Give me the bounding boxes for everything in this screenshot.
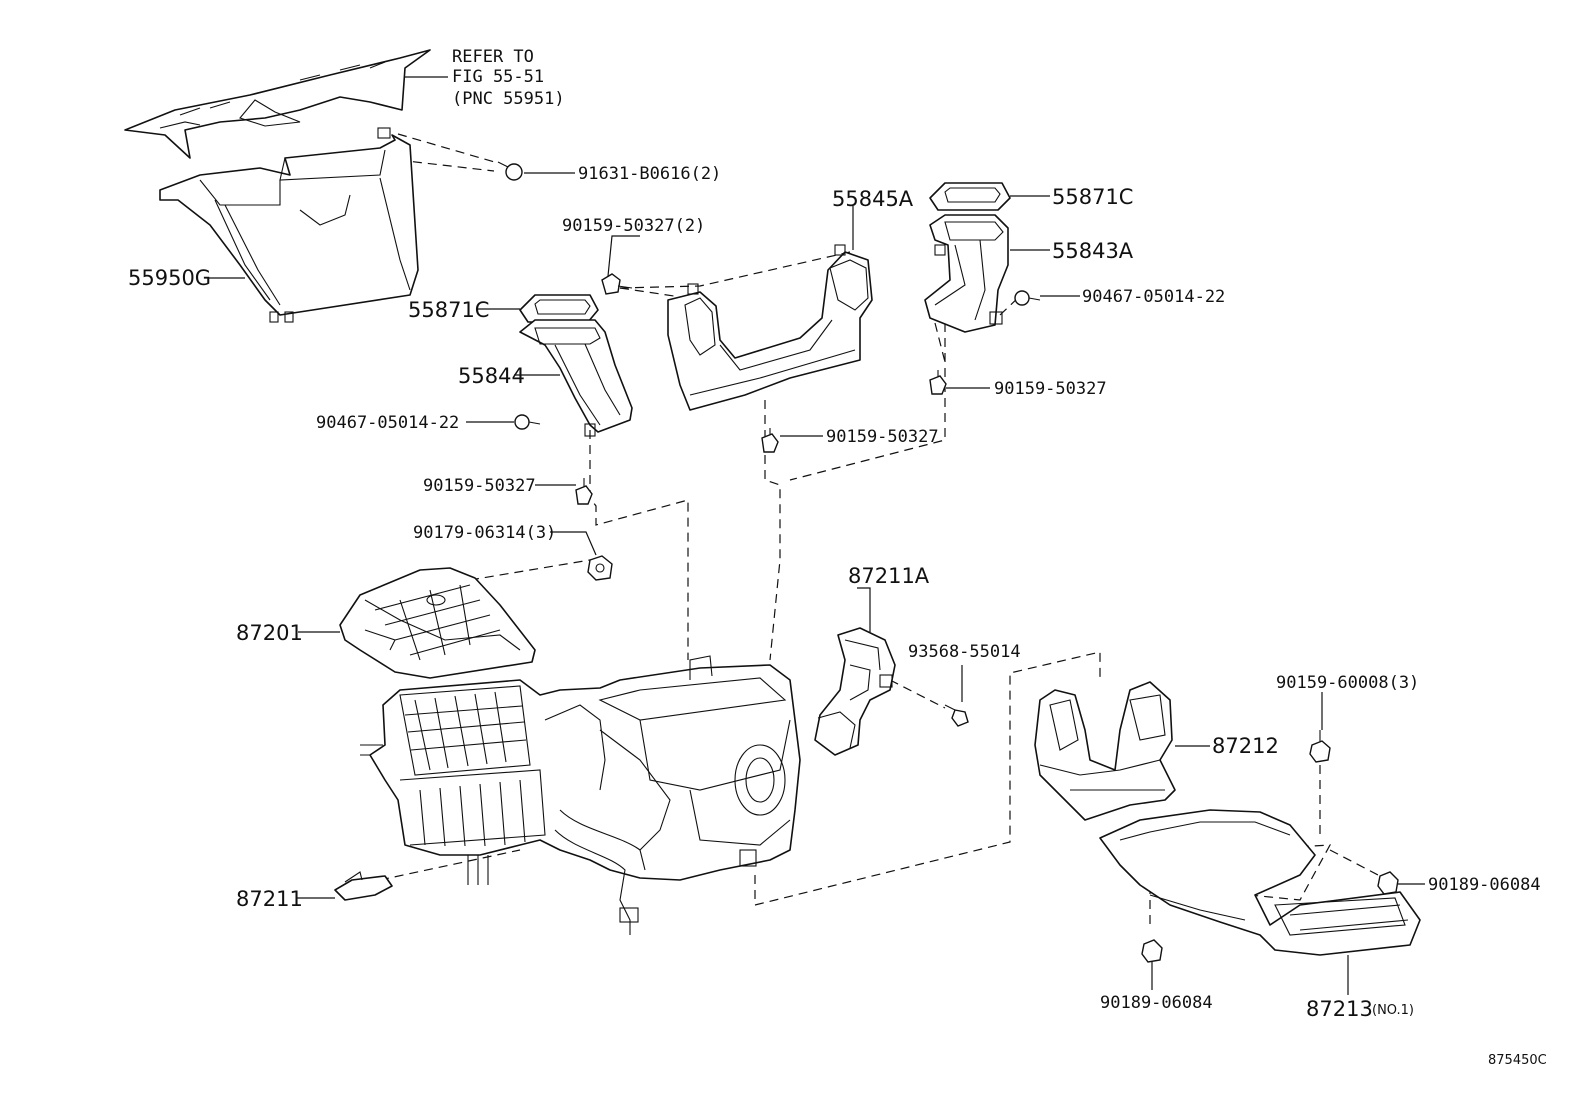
label-55844[interactable]: 55844 [458,364,525,388]
duct-87211A-shape [814,627,896,756]
illustration-code: 875450C [1488,1053,1547,1068]
label-90159-50327-2[interactable]: 90159-50327(2) [562,216,705,236]
screw-90467-left-icon [514,414,541,430]
label-87213[interactable]: 87213 [1306,997,1373,1021]
label-55845A[interactable]: 55845A [832,187,914,211]
fasteners [497,161,1399,963]
bolt-90159-60008-icon [1309,730,1331,763]
duct-55843A-shape [924,214,1009,333]
nut-90179-06314-icon [587,555,613,581]
hvac-unit-shape [360,655,801,935]
label-refer-note-3: (PNC 55951) [452,89,565,109]
label-refer-note-2: FIG 55-51 [452,67,544,87]
case-87201-shape [339,567,536,679]
duct-55844-shape [519,319,633,437]
bolt-90159-50327-2-icon [601,273,633,295]
label-90189-06084-bottom[interactable]: 90189-06084 [1100,993,1213,1013]
bolt-90159-50327-left-icon [575,478,593,505]
pad-55871C-right-shape [929,182,1011,211]
label-90159-50327-right[interactable]: 90159-50327 [994,379,1107,399]
trim-panel-reference [124,49,431,159]
part-87211-shape [334,871,393,901]
label-93568-55014[interactable]: 93568-55014 [908,642,1021,662]
label-90189-06084-right[interactable]: 90189-06084 [1428,875,1541,895]
label-87201[interactable]: 87201 [236,621,303,645]
label-55843A[interactable]: 55843A [1052,239,1134,263]
label-87212[interactable]: 87212 [1212,734,1279,758]
nut-90189-bottom-icon [1141,939,1163,963]
label-90467-05014-22-left[interactable]: 90467-05014-22 [316,413,459,433]
duct-87212-shape [1034,681,1176,821]
duct-55845A-shape [667,244,873,411]
duct-87213-shape [1099,809,1421,956]
screw-91631-icon [497,161,523,181]
label-87211A[interactable]: 87211A [848,564,930,588]
label-91631-B0616[interactable]: 91631-B0616(2) [578,164,721,184]
label-55871C-left[interactable]: 55871C [408,298,489,322]
leader-lines [204,76,1425,995]
part-labels: REFER TO FIG 55-51 (PNC 55951) 91631-B06… [128,47,1547,1068]
label-90159-50327-center[interactable]: 90159-50327 [826,427,939,447]
screw-93568-55014-icon [944,704,969,727]
label-90159-60008[interactable]: 90159-60008(3) [1276,673,1419,693]
screw-90467-right-icon [1014,290,1041,306]
label-90179-06314[interactable]: 90179-06314(3) [413,523,556,543]
bolt-90159-50327-right-icon [929,370,947,395]
label-90159-50327-left[interactable]: 90159-50327 [423,476,536,496]
duct-55950G-shape [159,127,419,323]
pad-55871C-left-shape [519,294,599,323]
label-refer-note-1: REFER TO [452,47,534,67]
nut-90189-right-icon [1377,871,1399,895]
label-55871C-right[interactable]: 55871C [1052,185,1133,209]
bolt-90159-50327-center-icon [761,428,779,453]
label-87213-suffix: (NO.1) [1372,1003,1414,1018]
label-87211[interactable]: 87211 [236,887,303,911]
label-90467-05014-22-right[interactable]: 90467-05014-22 [1082,287,1225,307]
label-55950G[interactable]: 55950G [128,266,211,290]
